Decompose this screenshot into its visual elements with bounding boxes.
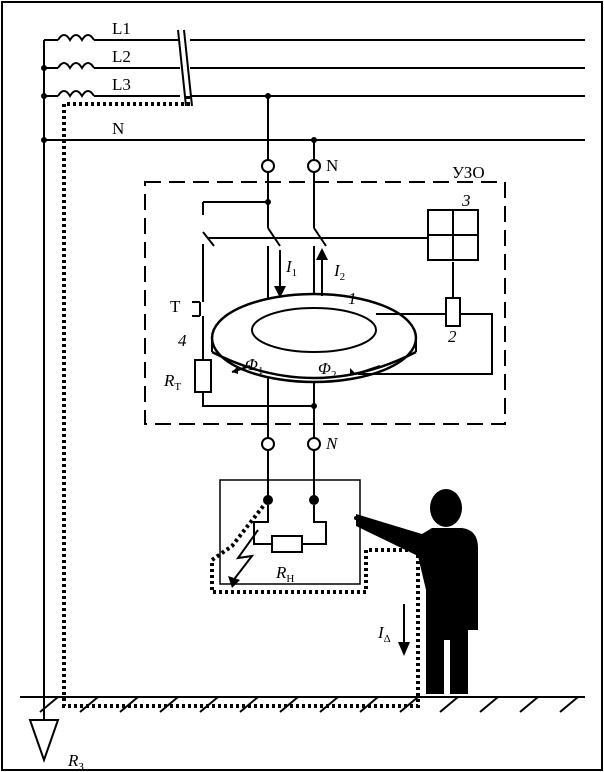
- person-icon: [356, 489, 478, 694]
- label-l3: L3: [112, 75, 131, 94]
- label-phi2: Φ2: [318, 359, 336, 381]
- label-i1: I1: [285, 257, 297, 279]
- current-arrows: [274, 248, 328, 298]
- label-phi1: Φ1: [245, 355, 263, 377]
- label-rz: RЗ: [67, 751, 84, 772]
- label-l2: L2: [112, 47, 131, 66]
- label-component-1: 1: [348, 289, 357, 308]
- terminal-l-top: [261, 159, 275, 173]
- terminal-l-bottom: [261, 437, 275, 451]
- label-component-4: 4: [178, 331, 187, 350]
- label-rt: RТ: [163, 371, 181, 393]
- load-circuit: [228, 495, 358, 588]
- label-component-3: 3: [461, 191, 471, 210]
- coil-2: [445, 297, 461, 327]
- label-n-bottom: N: [325, 434, 339, 453]
- fault-current-path: [62, 96, 420, 708]
- terminal-n-bottom: [307, 437, 321, 451]
- terminal-n-top: [307, 159, 321, 173]
- label-test-button: T: [170, 297, 181, 316]
- label-l1: L1: [112, 19, 131, 38]
- resistor-rn: [271, 535, 303, 553]
- label-rn: RН: [275, 563, 294, 585]
- trip-mechanism: [358, 209, 493, 375]
- label-n: N: [112, 119, 124, 138]
- appliance-enclosure: [219, 479, 361, 585]
- label-component-2: 2: [448, 327, 457, 346]
- rcd-boundary: [144, 181, 506, 425]
- resistor-rt: [194, 359, 212, 393]
- leakage-arrow: [398, 604, 410, 656]
- label-i2: I2: [333, 261, 345, 283]
- toroid-core: [210, 292, 418, 384]
- label-i-leak: IΔ: [377, 623, 391, 645]
- label-n-top: N: [326, 156, 338, 175]
- label-rcd: УЗО: [452, 163, 485, 182]
